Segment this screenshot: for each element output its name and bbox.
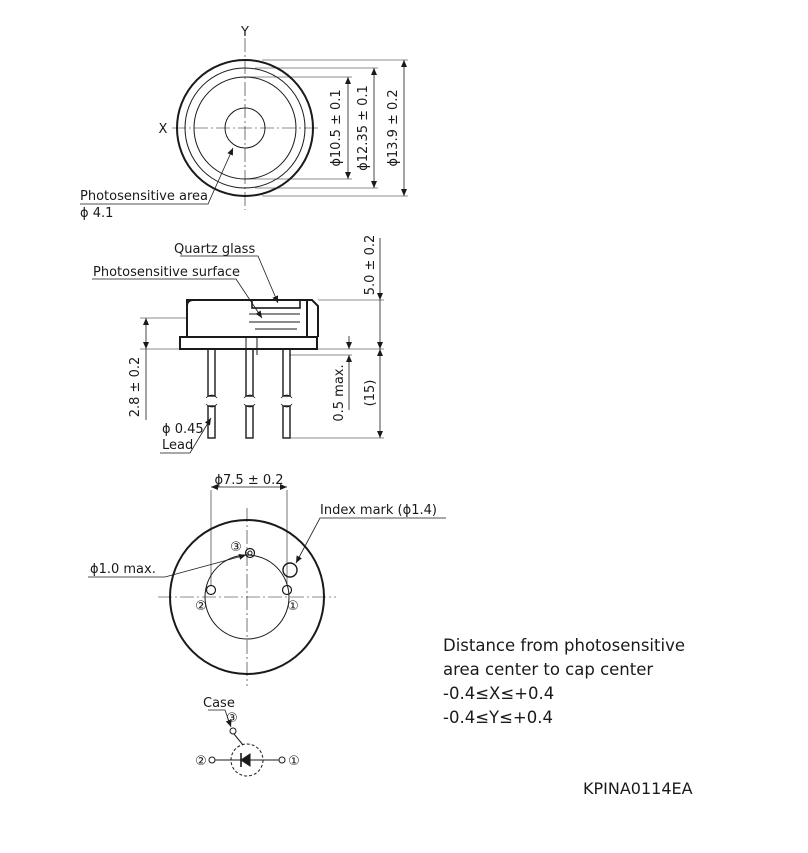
schematic-pin-2: ②: [195, 754, 207, 769]
schematic-pin-1: ①: [288, 754, 300, 769]
tolerance-note: Distance from photosensitive area center…: [443, 634, 685, 730]
lead-label: Lead: [162, 438, 193, 453]
schematic-symbol: [208, 709, 286, 777]
bottom-view: [88, 484, 446, 686]
top-view: [80, 38, 408, 210]
quartz-leader: [180, 255, 279, 304]
pin-1-number: ①: [287, 599, 299, 614]
surface-label: Photosensitive surface: [93, 265, 240, 280]
dim-inner-text: ϕ10.5 ± 0.1: [329, 89, 344, 166]
side-view: [92, 238, 384, 454]
lead-leader: [160, 417, 212, 454]
photo-area-dim: ϕ 4.1: [80, 206, 113, 221]
pin-3-hole: [244, 547, 256, 559]
index-mark-label: Index mark (ϕ1.4): [320, 503, 437, 518]
pin-dim-leader: [88, 553, 247, 578]
note-line-1: Distance from photosensitive: [443, 636, 685, 655]
lead-middle-upper: [245, 348, 254, 397]
dim-outer-text: ϕ13.9 ± 0.2: [386, 89, 401, 166]
case-leader: [208, 709, 232, 728]
lead-right-upper: [282, 348, 291, 397]
pitch-dim-text: ϕ7.5 ± 0.2: [214, 473, 283, 488]
stem-flange: [179, 336, 318, 350]
terminal-2: [208, 756, 216, 764]
diode-triangle: [240, 753, 251, 767]
note-line-3: -0.4≤X≤+0.4: [443, 684, 555, 703]
dim-height-text: 5.0 ± 0.2: [363, 235, 378, 296]
pin-1-hole: [281, 584, 293, 596]
pin-dim-text: ϕ1.0 max.: [90, 562, 156, 577]
case-label: Case: [203, 696, 235, 711]
axis-y-label: Y: [240, 25, 249, 40]
terminal-3: [229, 727, 237, 735]
pin-2-number: ②: [195, 599, 207, 614]
axis-x-label: X: [159, 122, 168, 137]
surface-leader: [92, 278, 263, 319]
dim-protrusion-text: 0.5 max.: [332, 364, 347, 421]
quartz-glass: [251, 299, 301, 309]
dim-lead-text: (15): [363, 380, 378, 407]
photo-area-leader: [80, 147, 234, 205]
note-line-2: area center to cap center: [443, 660, 654, 679]
lead-dim-text: ϕ 0.45: [162, 422, 204, 437]
pin-2-hole: [205, 584, 217, 596]
drawing-code: KPINA0114EA: [583, 779, 693, 798]
index-mark: [282, 562, 298, 578]
pin-3-number: ③: [230, 540, 242, 555]
note-line-4: -0.4≤Y≤+0.4: [443, 708, 553, 727]
quartz-glass-label: Quartz glass: [174, 242, 255, 257]
photo-area-label: Photosensitive area: [80, 189, 208, 204]
dim-left-text: 2.8 ± 0.2: [128, 357, 143, 418]
lead-left-upper: [207, 348, 216, 397]
schematic-pin-3: ③: [226, 711, 238, 726]
cap-body: [186, 299, 308, 338]
lead-middle-lower: [245, 405, 254, 439]
dim-middle-text: ϕ12.35 ± 0.1: [356, 85, 371, 171]
terminal-1: [278, 756, 286, 764]
index-mark-leader: [295, 517, 446, 564]
lead-right-lower: [282, 405, 291, 439]
